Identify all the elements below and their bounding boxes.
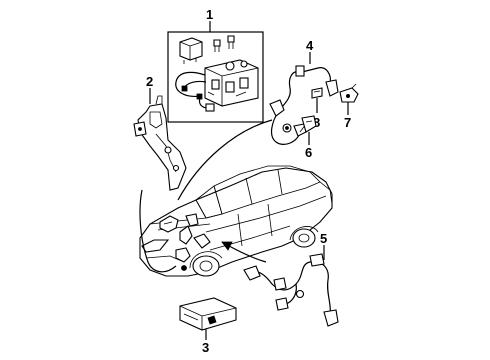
pointer-arrowhead-5	[221, 241, 233, 251]
callout-4: 4	[306, 38, 314, 53]
callout-2: 2	[146, 74, 153, 89]
callout-1: 1	[206, 7, 213, 22]
sensor-bracket	[133, 95, 187, 191]
front-sensor-parts	[159, 213, 211, 271]
abs-actuator-box	[167, 31, 264, 123]
hydraulic-modulator-icon	[204, 59, 259, 107]
actuator-frame	[167, 31, 264, 123]
vehicle-outline	[139, 165, 333, 277]
abs-control-module	[179, 297, 237, 331]
sensor-clip-6	[301, 115, 317, 133]
relay-icon	[179, 37, 203, 64]
bolt-8	[311, 87, 323, 99]
harness-icon	[175, 71, 215, 112]
pointer-line-4	[177, 119, 273, 201]
callout-8: 8	[313, 115, 320, 130]
callout-7: 7	[344, 115, 351, 130]
callout-3: 3	[202, 340, 209, 355]
callout-5: 5	[320, 231, 327, 246]
rear-wheel-sensor-harness	[269, 65, 339, 145]
callout-6: 6	[305, 145, 312, 160]
rear-sensor-7	[339, 83, 359, 103]
pointer-line-2	[139, 189, 177, 273]
front-wheel-sensor-harness	[243, 253, 339, 327]
fuse-pins-icon	[213, 35, 235, 52]
